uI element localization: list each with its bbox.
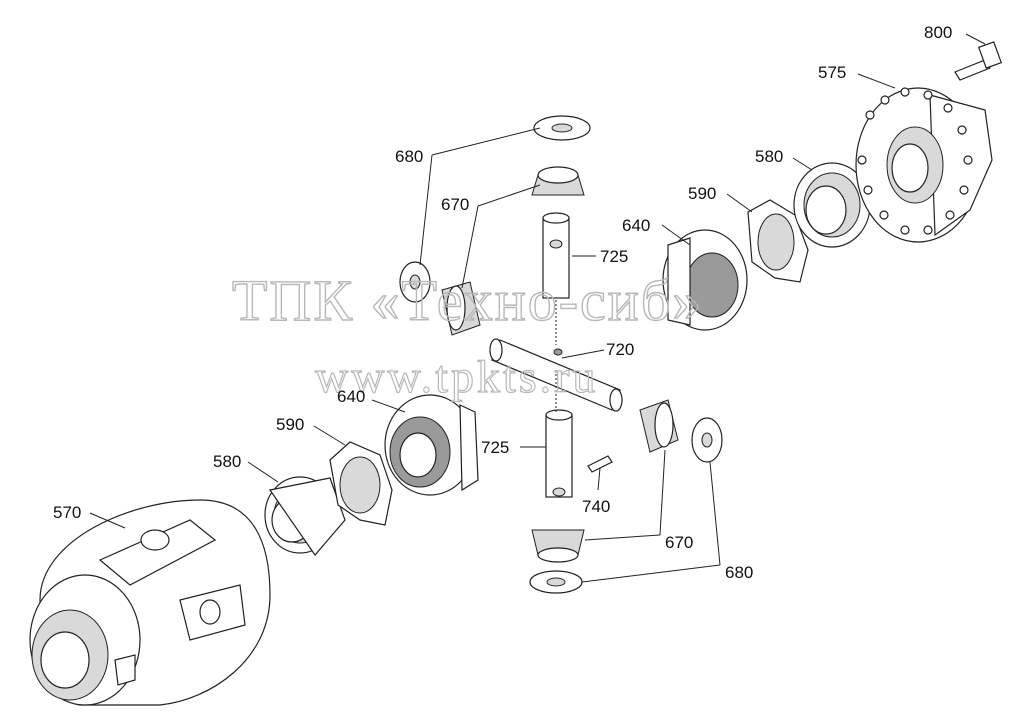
part-575-flange-case (855, 87, 993, 243)
callout-680-upper: 680 (395, 147, 423, 166)
part-725-pin-lower (545, 409, 573, 498)
callout-740: 740 (582, 497, 610, 516)
part-670-pinion-right (639, 399, 679, 453)
part-590-washer-left (329, 441, 393, 526)
callout-580-right: 580 (755, 147, 783, 166)
callout-720: 720 (606, 340, 634, 359)
callout-640-right: 640 (622, 216, 650, 235)
part-670-pinion-top (531, 166, 585, 196)
part-670-pinion-left (441, 281, 481, 336)
part-740-roll-pin (587, 455, 613, 473)
callout-800: 800 (924, 23, 952, 42)
part-640-side-gear-left (384, 394, 479, 496)
part-670-pinion-bottom (531, 529, 585, 563)
callout-590-left: 590 (276, 415, 304, 434)
part-725-pin-upper (542, 212, 570, 299)
callout-590-right: 590 (688, 184, 716, 203)
part-570-differential-case (29, 499, 271, 706)
part-680-washer-left (399, 261, 431, 303)
callout-640-left: 640 (337, 387, 365, 406)
callout-725-upper: 725 (600, 247, 628, 266)
part-800-bolt (954, 41, 1003, 81)
watermark-website-url: www.tpkts.ru (315, 351, 598, 402)
callout-575: 575 (818, 63, 846, 82)
watermark-company-name: ТПК «Техно-сиб» (232, 268, 703, 333)
callout-680-lower: 680 (725, 563, 753, 582)
callout-725-lower: 725 (481, 438, 509, 457)
part-590-washer-right (747, 199, 809, 283)
part-680-washer-bottom (529, 570, 583, 594)
callout-580-left: 580 (213, 452, 241, 471)
leader-lines (89, 33, 986, 583)
callout-570: 570 (53, 503, 81, 522)
callout-670-upper: 670 (441, 195, 469, 214)
part-640-side-gear-right (662, 229, 748, 331)
part-580-bearing-right (793, 162, 871, 248)
part-680-washer-right (691, 417, 723, 463)
part-680-washer-top (533, 115, 591, 141)
part-580-bearing-left (264, 476, 346, 556)
callout-670-lower: 670 (665, 533, 693, 552)
